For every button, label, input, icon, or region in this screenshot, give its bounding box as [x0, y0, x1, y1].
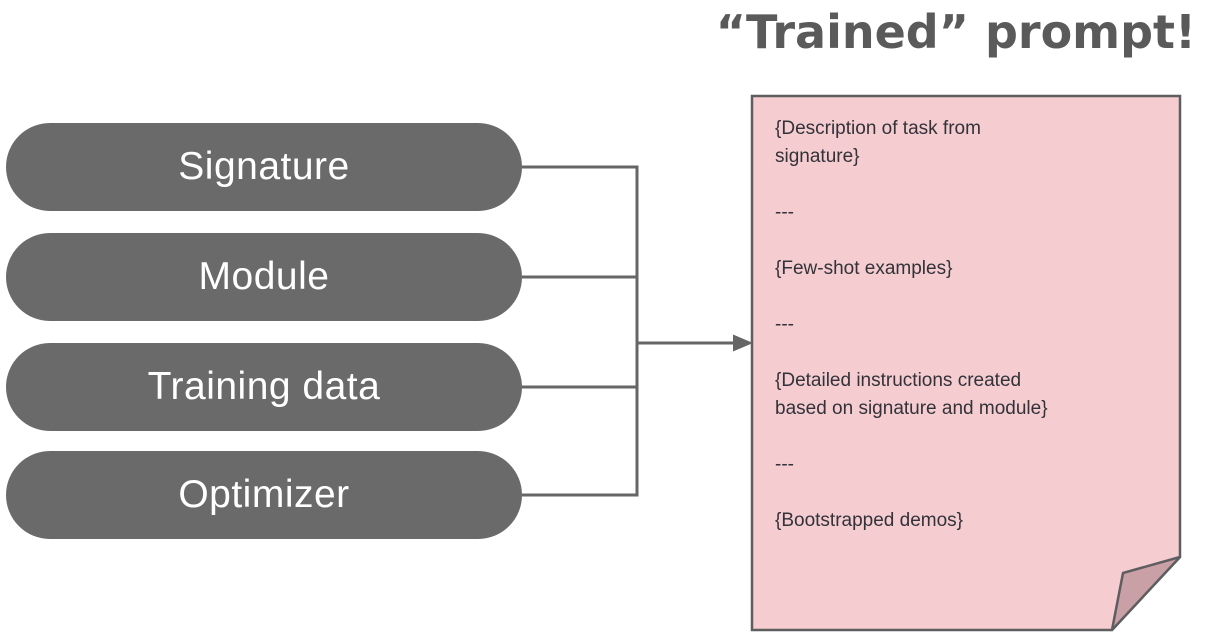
pill-training-data: Training data: [6, 343, 522, 431]
arrow-head: [733, 334, 753, 352]
pill-module-label: Module: [198, 255, 330, 298]
pill-optimizer: Optimizer: [6, 451, 522, 539]
note-fold-corner: [1110, 555, 1182, 632]
pill-signature-label: Signature: [178, 145, 350, 188]
pill-module: Module: [6, 233, 522, 321]
page-title: “Trained” prompt!: [715, 5, 1196, 59]
note-body: {Description of task from signature} ---…: [775, 118, 1048, 531]
pill-training-data-label: Training data: [147, 365, 381, 408]
pill-signature: Signature: [6, 123, 522, 211]
pill-optimizer-label: Optimizer: [178, 473, 350, 516]
